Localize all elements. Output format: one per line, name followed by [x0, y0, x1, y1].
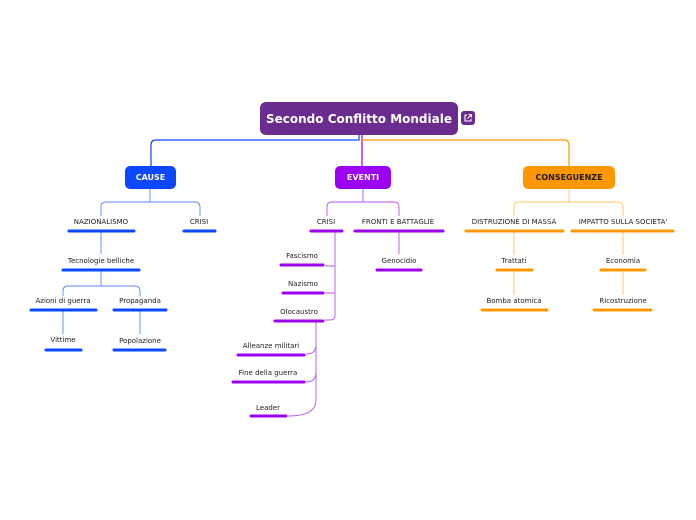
branch-cause[interactable]: CAUSE — [125, 166, 176, 189]
node-cause-crisi[interactable]: CRISI — [189, 218, 209, 226]
node-fine-della-guerra[interactable]: Fine della guerra — [238, 369, 298, 377]
node-olocaustro[interactable]: Olocaustro — [280, 308, 318, 316]
branch-cause-label: CAUSE — [135, 173, 166, 182]
node-alleanze-militari[interactable]: Alleanze militari — [242, 342, 300, 350]
node-trattati[interactable]: Trattati — [501, 257, 527, 265]
central-connectors — [150, 135, 570, 166]
node-underlines — [29, 229, 675, 418]
cause-connectors — [62, 189, 201, 334]
node-fascismo[interactable]: Fascismo — [286, 252, 318, 260]
branch-conseguenze-label: CONSEGUENZE — [535, 173, 603, 182]
node-economia[interactable]: Economia — [605, 257, 641, 265]
connector-cause — [150, 135, 360, 166]
node-azioni-di-guerra[interactable]: Azioni di guerra — [35, 297, 91, 305]
node-tecnologie-belliche[interactable]: Tecnologie belliche — [67, 257, 135, 265]
node-impatto-sulla-societa[interactable]: IMPATTO SULLA SOCIETA' — [578, 218, 668, 226]
connector-conseguenze — [362, 139, 570, 166]
conseguenze-connectors — [513, 189, 624, 295]
node-fronti-e-battaglie[interactable]: FRONTI E BATTAGLIE — [361, 218, 435, 226]
node-bomba-atomica[interactable]: Bomba atomica — [486, 297, 542, 305]
branch-eventi-label: EVENTI — [346, 173, 380, 182]
central-topic[interactable]: Secondo Conflitto Mondiale — [260, 102, 458, 135]
node-ricostruzione[interactable]: Ricostruzione — [599, 297, 647, 305]
node-vittime[interactable]: Vittime — [50, 336, 76, 344]
node-nazismo[interactable]: Nazismo — [288, 280, 318, 288]
node-popolazione[interactable]: Popolazione — [119, 337, 161, 345]
node-leader[interactable]: Leader — [255, 404, 281, 412]
node-genocidio[interactable]: Genocidio — [381, 257, 417, 265]
node-nazionalismo[interactable]: NAZIONALISMO — [73, 218, 129, 226]
branch-eventi[interactable]: EVENTI — [335, 166, 391, 189]
eventi-connectors — [287, 189, 400, 417]
branch-conseguenze[interactable]: CONSEGUENZE — [523, 166, 615, 189]
node-distruzione-di-massa[interactable]: DISTRUZIONE DI MASSA — [471, 218, 557, 226]
central-topic-label: Secondo Conflitto Mondiale — [266, 111, 452, 126]
node-eventi-crisi[interactable]: CRISI — [316, 218, 336, 226]
external-link-icon[interactable] — [461, 111, 475, 125]
node-propaganda[interactable]: Propaganda — [119, 297, 161, 305]
